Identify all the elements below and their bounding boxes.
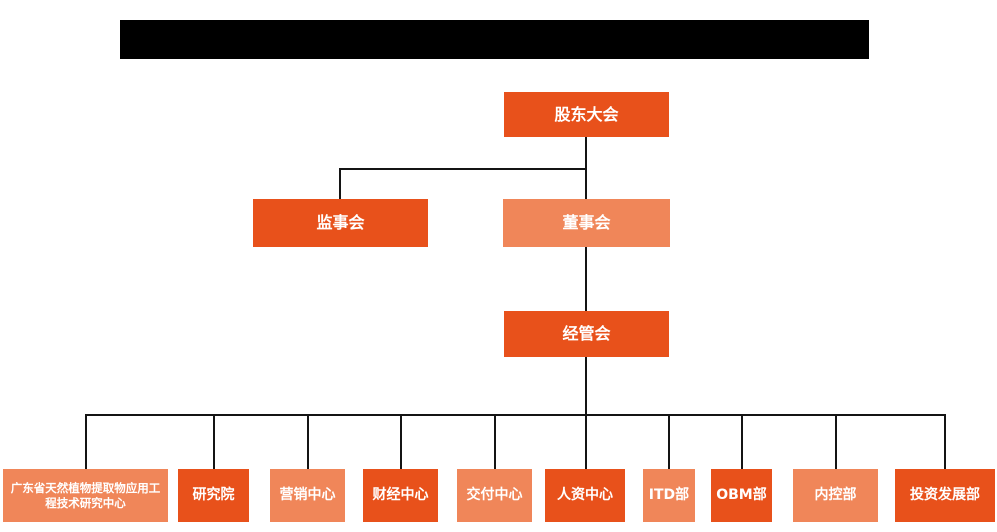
redacted-title-bar bbox=[120, 20, 869, 59]
org-box-shareholders-meeting: 股东大会 bbox=[504, 92, 669, 137]
connector-board-to-management bbox=[585, 247, 587, 312]
dept-box-label: 财经中心 bbox=[372, 486, 429, 503]
connector-drop-obm-dept bbox=[741, 414, 743, 469]
connector-drop-research-institute bbox=[213, 414, 215, 469]
dept-box-finance-center: 财经中心 bbox=[363, 469, 438, 522]
dept-box-delivery-center: 交付中心 bbox=[457, 469, 532, 522]
connector-drop-hr-center bbox=[585, 414, 587, 469]
dept-box-label: OBM部 bbox=[716, 486, 767, 503]
org-box-label: 董事会 bbox=[562, 213, 611, 232]
connector-drop-delivery-center bbox=[494, 414, 496, 469]
dept-box-label: 人资中心 bbox=[557, 486, 613, 503]
org-box-board-of-directors: 董事会 bbox=[503, 199, 670, 247]
connector-drop-guangdong-center bbox=[85, 414, 87, 469]
connector-drop-investment-development-dept bbox=[944, 414, 946, 469]
dept-box-label: 投资发展部 bbox=[910, 486, 980, 503]
connector-drop-finance-center bbox=[400, 414, 402, 469]
dept-box-guangdong-research-center: 广东省天然植物提取物应用工程技术研究中心 bbox=[3, 469, 168, 522]
connector-drop-marketing-center bbox=[307, 414, 309, 469]
dept-box-investment-development: 投资发展部 bbox=[895, 469, 995, 522]
dept-box-hr-center: 人资中心 bbox=[545, 469, 625, 522]
connector-drop-itd-dept bbox=[668, 414, 670, 469]
org-box-management-committee: 经管会 bbox=[504, 311, 669, 357]
dept-box-internal-control: 内控部 bbox=[793, 469, 878, 522]
connector-branch-horizontal bbox=[339, 168, 587, 170]
dept-box-marketing-center: 营销中心 bbox=[270, 469, 345, 522]
org-box-label: 监事会 bbox=[316, 213, 365, 232]
dept-box-label: 广东省天然植物提取物应用工程技术研究中心 bbox=[10, 481, 161, 510]
org-box-label: 股东大会 bbox=[554, 104, 619, 124]
dept-box-itd: ITD部 bbox=[643, 469, 695, 522]
dept-box-label: 研究院 bbox=[192, 486, 235, 503]
connector-to-supervisory bbox=[339, 168, 341, 200]
org-box-supervisory-board: 监事会 bbox=[253, 199, 428, 247]
dept-box-obm: OBM部 bbox=[711, 469, 772, 522]
org-box-label: 经管会 bbox=[562, 324, 611, 343]
dept-box-research-institute: 研究院 bbox=[178, 469, 249, 522]
dept-box-label: 内控部 bbox=[814, 486, 857, 503]
dept-box-label: 营销中心 bbox=[279, 486, 336, 503]
connector-departments-rail bbox=[85, 414, 946, 416]
connector-drop-internal-control-dept bbox=[835, 414, 837, 469]
dept-box-label: ITD部 bbox=[648, 486, 690, 503]
dept-box-label: 交付中心 bbox=[466, 486, 523, 503]
connector-management-to-rail bbox=[585, 357, 587, 415]
